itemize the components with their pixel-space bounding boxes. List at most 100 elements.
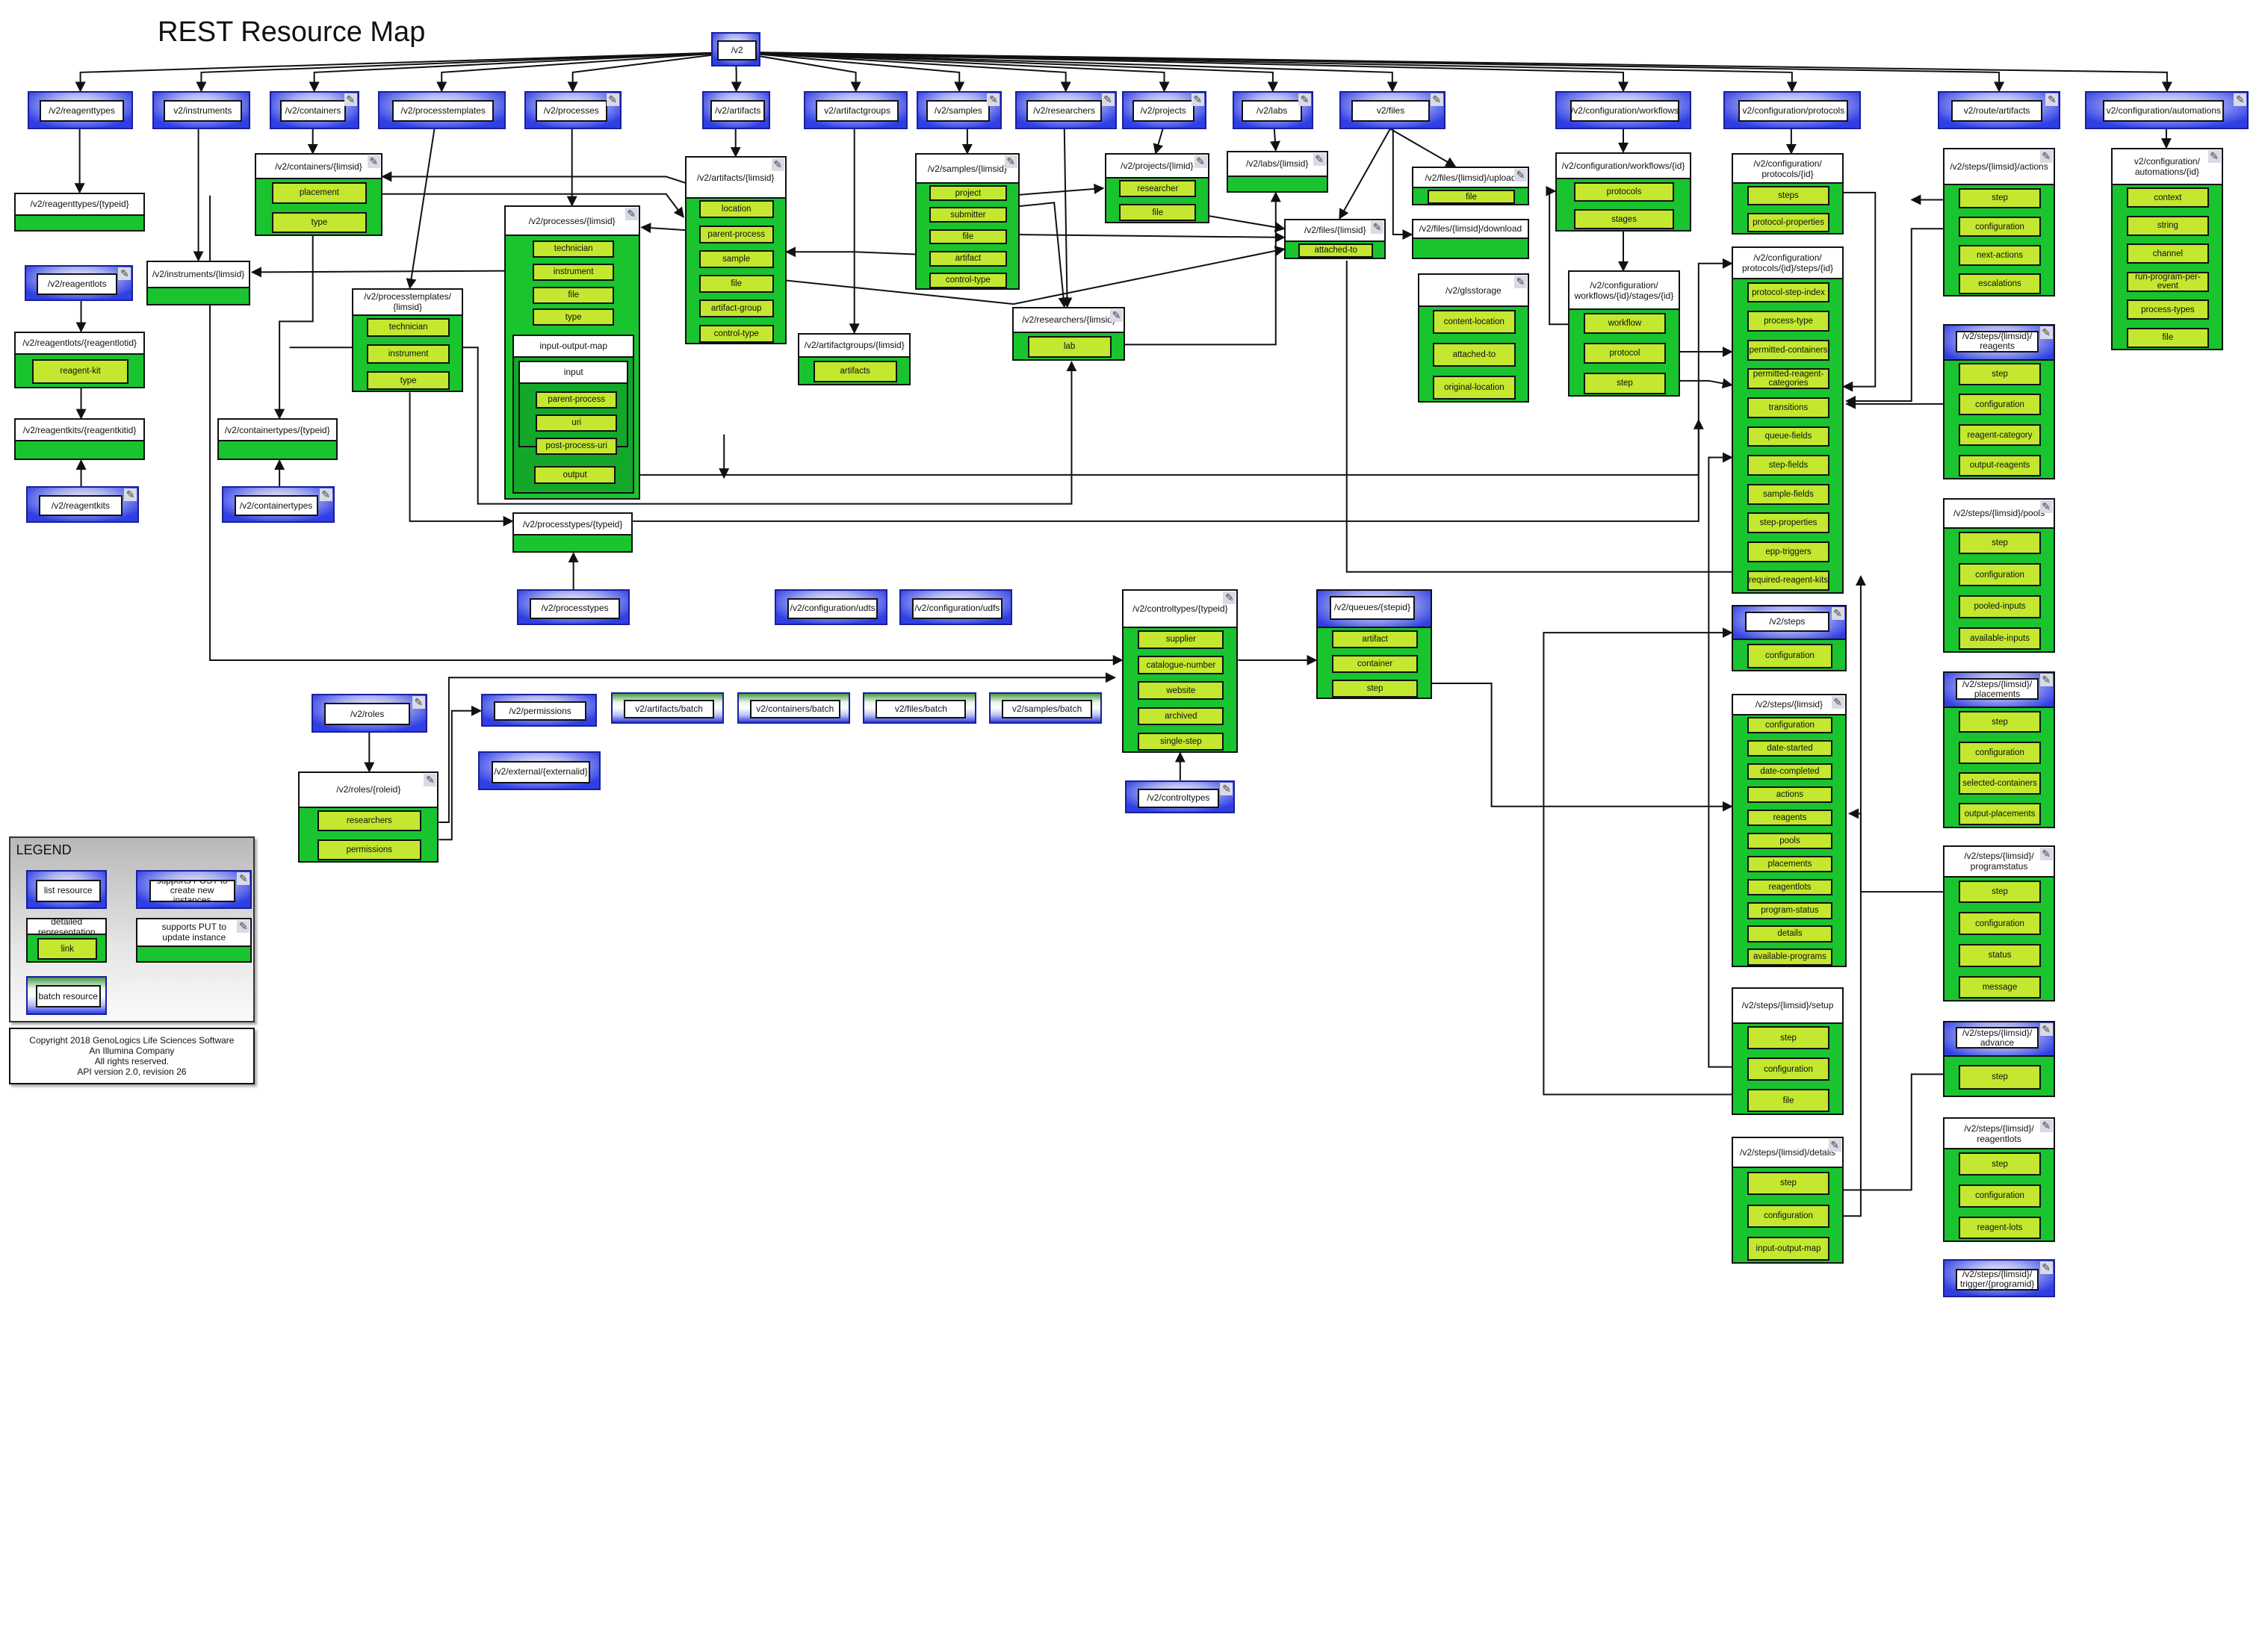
list-resource-v2-configuration-udfs[interactable]: /v2/configuration/udfs [899, 589, 1012, 626]
link-instrument[interactable]: instrument [367, 344, 450, 364]
link-reagent-lots[interactable]: reagent-lots [1958, 1216, 2042, 1240]
link-next-actions[interactable]: next-actions [1958, 245, 2042, 266]
link-steps[interactable]: steps [1747, 186, 1830, 206]
link-step[interactable]: step [1958, 880, 2042, 904]
batch-resource-v2-artifacts-batch[interactable]: v2/artifacts/batch [611, 692, 725, 724]
resource-header[interactable]: /v2/steps/{limsid}/ reagents [1945, 326, 2054, 361]
pencil-edit-icon[interactable]: ✎ [412, 695, 425, 709]
link-process-types[interactable]: process-types [2126, 299, 2210, 320]
link-file[interactable]: file [929, 229, 1007, 245]
link-control-type[interactable]: control-type [929, 272, 1007, 288]
resource-header[interactable]: /v2/steps/{limsid}/setup [1733, 989, 1842, 1024]
batch-resource-v2-containers-batch[interactable]: v2/containers/batch [737, 692, 850, 724]
pencil-edit-icon[interactable]: ✎ [2039, 674, 2053, 687]
pencil-edit-icon[interactable]: ✎ [625, 208, 638, 221]
link-available-inputs[interactable]: available-inputs [1958, 627, 2042, 650]
link-epp-triggers[interactable]: epp-triggers [1747, 541, 1830, 562]
resource-header[interactable]: /v2/configuration/ protocols/{id}/steps/… [1733, 247, 1842, 280]
resource-header[interactable]: /v2/processtypes/{typeid} [514, 514, 632, 536]
link-file[interactable]: file [2126, 327, 2210, 348]
resource-header[interactable]: /v2/steps/{limsid}/ placements [1945, 673, 2054, 709]
pencil-edit-icon[interactable]: ✎ [367, 155, 380, 169]
link-lab[interactable]: lab [1027, 335, 1112, 358]
list-resource-v2-configuration-udts[interactable]: /v2/configuration/udts [775, 589, 888, 626]
link-file[interactable]: file [1428, 189, 1515, 205]
list-resource-v2-processtemplates[interactable]: /v2/processtemplates [377, 91, 506, 129]
link-reagent-category[interactable]: reagent-category [1958, 423, 2042, 447]
link-configuration[interactable]: configuration [1958, 394, 2042, 416]
pencil-edit-icon[interactable]: ✎ [1831, 607, 1844, 621]
list-resource-v2-controltypes[interactable]: /v2/controltypes✎ [1125, 780, 1236, 814]
link-stages[interactable]: stages [1573, 209, 1675, 229]
resource-header[interactable]: /v2/files/{limsid}/upload [1413, 167, 1528, 189]
link-technician[interactable]: technician [367, 317, 450, 338]
link-available-programs[interactable]: available-programs [1747, 948, 1832, 966]
link-process-type[interactable]: process-type [1747, 311, 1830, 332]
resource-header[interactable]: /v2/configuration/workflows/{id} [1556, 153, 1691, 180]
pencil-edit-icon[interactable]: ✎ [1004, 155, 1017, 169]
link-configuration[interactable]: configuration [1747, 643, 1832, 668]
pencil-edit-icon[interactable]: ✎ [1828, 1138, 1841, 1152]
link-file[interactable]: file [698, 275, 774, 294]
resource-header[interactable]: /v2/steps [1733, 606, 1845, 640]
link-permitted-containers[interactable]: permitted-containers [1747, 339, 1830, 361]
link-string[interactable]: string [2126, 215, 2210, 236]
link-step[interactable]: step [1958, 1064, 2042, 1090]
link-uri[interactable]: uri [536, 414, 617, 432]
link-permitted-reagent-categories[interactable]: permitted-reagent- categories [1747, 368, 1830, 390]
pencil-edit-icon[interactable]: ✎ [1194, 155, 1207, 169]
link-archived[interactable]: archived [1138, 707, 1224, 726]
link-configuration[interactable]: configuration [1958, 1184, 2042, 1208]
pencil-edit-icon[interactable]: ✎ [1514, 276, 1527, 289]
link-message[interactable]: message [1958, 975, 2042, 999]
link-attached-to[interactable]: attached-to [1298, 243, 1374, 258]
list-resource-v2-permissions[interactable]: /v2/permissions [480, 693, 597, 727]
list-resource-v2-projects[interactable]: /v2/projects✎ [1122, 91, 1206, 129]
link-artifacts[interactable]: artifacts [813, 360, 897, 382]
link-step[interactable]: step [1958, 1152, 2042, 1176]
link-protocol-step-index[interactable]: protocol-step-index [1747, 282, 1830, 303]
link-type[interactable]: type [533, 308, 614, 326]
pencil-edit-icon[interactable]: ✎ [1298, 93, 1312, 107]
link-configuration[interactable]: configuration [1747, 1204, 1830, 1229]
link-step-fields[interactable]: step-fields [1747, 455, 1830, 476]
resource-header[interactable]: /v2/reagentlots/{reagentlotid} [16, 332, 143, 355]
resource-header[interactable]: /v2/glsstorage [1419, 275, 1528, 308]
resource-header[interactable]: /v2/queues/{stepid} [1318, 590, 1431, 629]
resource-header[interactable]: /v2/configuration/ protocols/{id} [1733, 155, 1842, 184]
pencil-edit-icon[interactable]: ✎ [2039, 500, 2053, 513]
pencil-edit-icon[interactable]: ✎ [2234, 93, 2247, 107]
resource-header[interactable]: /v2/reagentkits/{reagentkitid} [16, 420, 143, 442]
link-file[interactable]: file [1747, 1089, 1830, 1112]
link-configuration[interactable]: configuration [1958, 912, 2042, 936]
resource-header[interactable]: v2/configuration/ automations/{id} [2113, 149, 2222, 186]
pencil-edit-icon[interactable]: ✎ [1371, 220, 1384, 234]
link-placements[interactable]: placements [1747, 856, 1832, 873]
batch-resource-batch-resource[interactable]: batch resource [25, 975, 108, 1015]
link-catalogue-number[interactable]: catalogue-number [1138, 656, 1224, 674]
pencil-edit-icon[interactable]: ✎ [1313, 152, 1326, 166]
link-step-properties[interactable]: step-properties [1747, 512, 1830, 534]
link-step[interactable]: step [1958, 531, 2042, 555]
link-output-reagents[interactable]: output-reagents [1958, 454, 2042, 476]
list-resource-v2-files[interactable]: v2/files✎ [1339, 91, 1445, 129]
pencil-edit-icon[interactable]: ✎ [987, 93, 1000, 107]
list-resource-supports-post-to-create-new-instances[interactable]: supports POST to create new instances✎ [136, 870, 252, 910]
pencil-edit-icon[interactable]: ✎ [2045, 93, 2059, 107]
resource-header[interactable]: supports PUT to update instance [137, 919, 251, 947]
resource-header[interactable]: /v2/steps/{limsid}/details [1733, 1137, 1842, 1169]
resource-header[interactable]: /v2/files/{limsid} [1286, 220, 1385, 242]
link-location[interactable]: location [698, 200, 774, 219]
pencil-edit-icon[interactable]: ✎ [118, 267, 131, 280]
link-step[interactable]: step [1332, 679, 1418, 698]
resource-header[interactable]: /v2/artifacts/{limsid} [686, 158, 785, 199]
link-instrument[interactable]: instrument [533, 263, 614, 282]
link-step[interactable]: step [1958, 710, 2042, 733]
link-type[interactable]: type [367, 370, 450, 391]
resource-header[interactable]: /v2/steps/{limsid}/actions [1945, 149, 2054, 186]
pencil-edit-icon[interactable]: ✎ [1191, 93, 1204, 107]
link-required-reagent-kits[interactable]: required-reagent-kits [1747, 570, 1830, 591]
link-transitions[interactable]: transitions [1747, 397, 1830, 418]
link-researcher[interactable]: researcher [1119, 180, 1197, 198]
resource-header[interactable]: /v2/containertypes/{typeid} [218, 420, 336, 442]
